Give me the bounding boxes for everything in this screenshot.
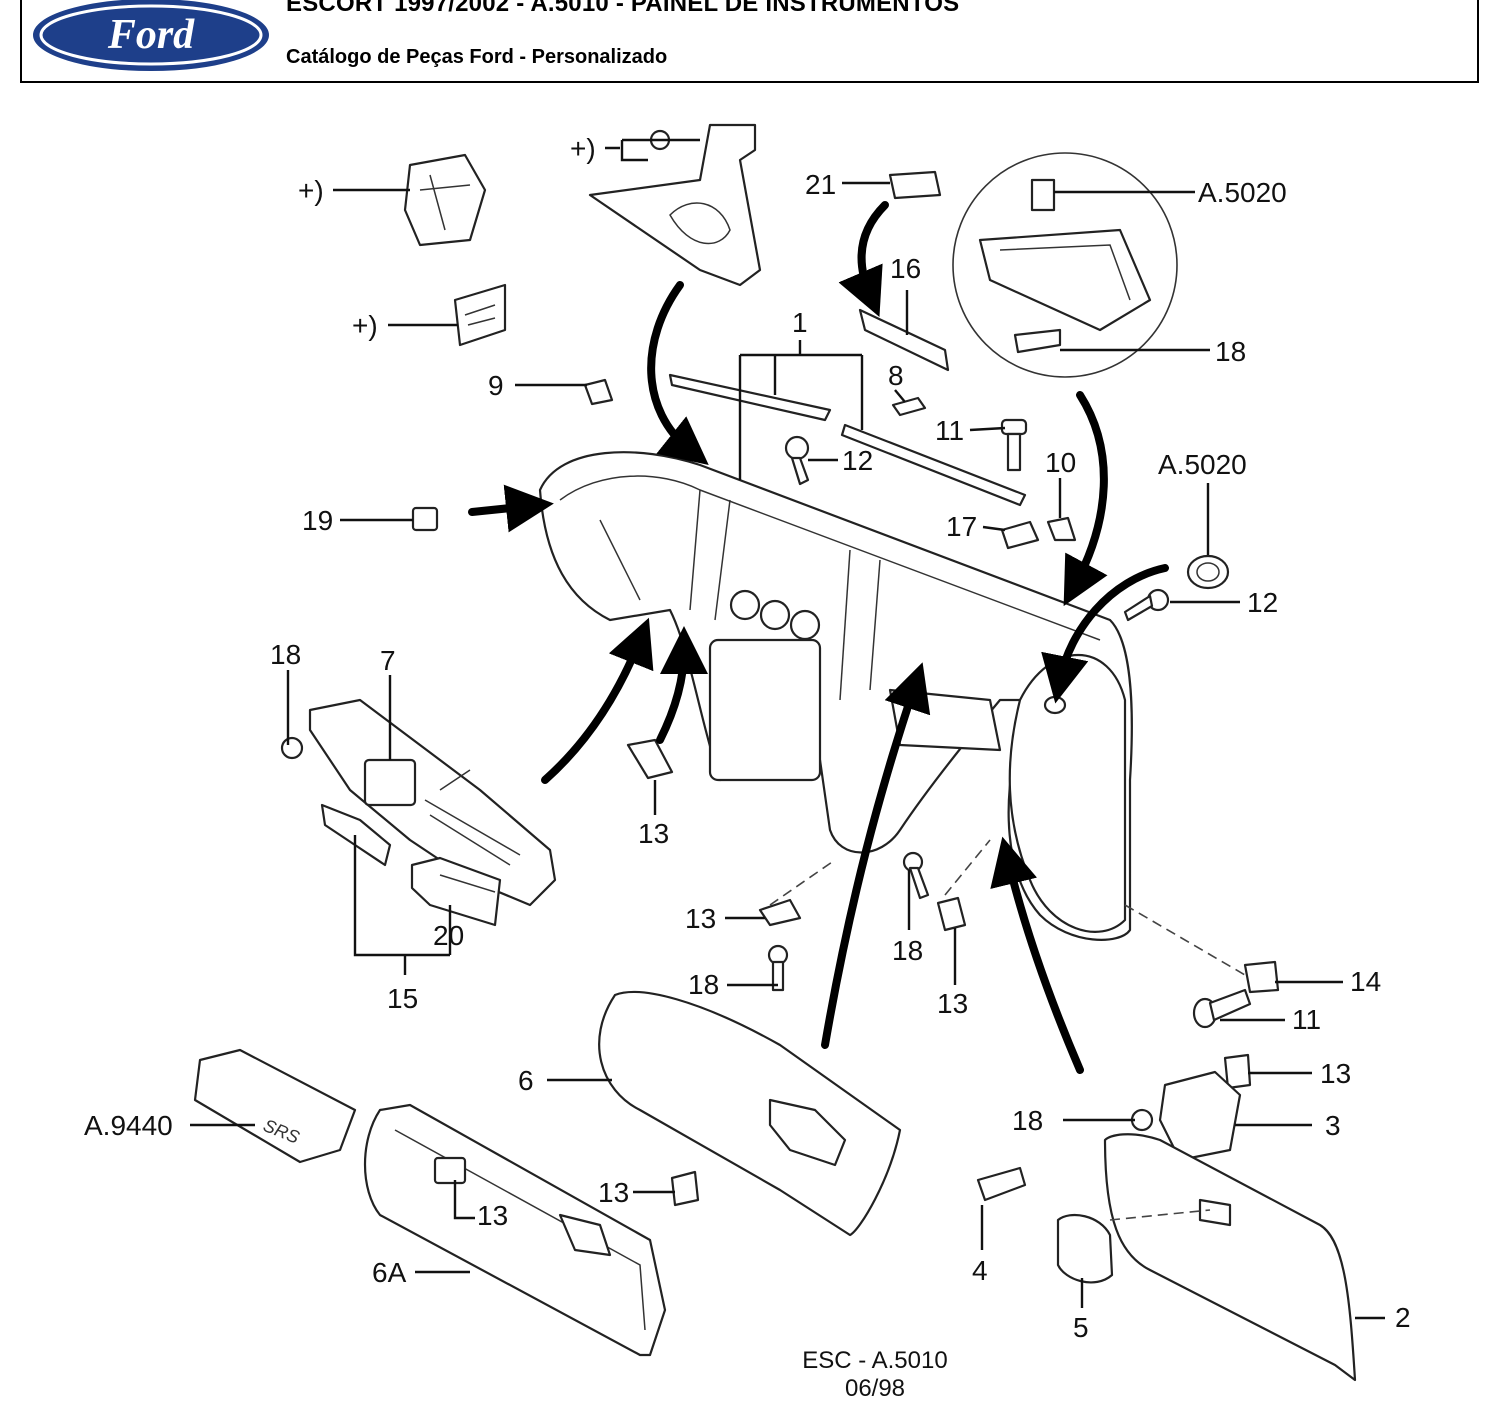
part-19-clip [411, 506, 439, 532]
ford-logo-lettering: Ford [107, 12, 195, 58]
part-13-clip-e [670, 1170, 700, 1207]
label-plus-c: +) [570, 133, 596, 164]
part-13-clip-c [936, 896, 967, 932]
label-13-f: 13 [477, 1200, 508, 1231]
part-11-bolt-b [1192, 988, 1252, 1029]
bracket-plate [453, 283, 507, 347]
part-21-pad [888, 170, 942, 200]
part-16-strip [858, 308, 950, 372]
part-7-lower-trim [308, 698, 557, 907]
label-13-d: 13 [598, 1177, 629, 1208]
label-1: 1 [792, 307, 808, 338]
label-13-a: 13 [638, 818, 669, 849]
label-13-c: 13 [937, 988, 968, 1019]
label-19: 19 [302, 505, 333, 536]
part-a5020-vent-ring [1186, 554, 1230, 590]
part-1-strip-a [668, 373, 832, 422]
label-plus-a: +) [298, 175, 324, 206]
callout-labels: +) +) +) 21 16 1 8 9 11 12 10 19 17 A.50… [84, 133, 1411, 1343]
label-13-e: 13 [1320, 1058, 1351, 1089]
label-11-bottom: 11 [1292, 1004, 1321, 1035]
part-8-clip [891, 396, 927, 417]
label-3: 3 [1325, 1110, 1341, 1141]
part-13-clip-b [758, 898, 802, 927]
label-a9440: A.9440 [84, 1110, 173, 1141]
label-6a: 6A [372, 1257, 407, 1288]
label-21: 21 [805, 169, 836, 200]
label-8: 8 [888, 360, 904, 391]
detail-circle [952, 152, 1178, 378]
label-7: 7 [380, 645, 396, 676]
part-13-clip-d [1223, 1053, 1252, 1090]
label-15: 15 [387, 983, 418, 1014]
part-12-screw-a [784, 435, 810, 486]
bracket-clip-top-left [403, 153, 487, 247]
label-17: 17 [946, 511, 977, 542]
part-3-latch [1130, 1070, 1242, 1162]
part-13-clip-a [626, 738, 674, 780]
page-title: ESCORT 1997/2002 - A.5010 - PAINEL DE IN… [286, 0, 960, 17]
label-20: 20 [433, 920, 464, 951]
label-18-right: 18 [892, 935, 923, 966]
part-18-screw-right [902, 851, 930, 900]
part-17-clip [1000, 520, 1040, 550]
part-a9440-srs-module: SRS [193, 1048, 357, 1164]
label-4: 4 [972, 1255, 988, 1286]
part-9-clip [583, 378, 614, 406]
ford-logo: Ford [33, 0, 269, 71]
label-12-right: 12 [1247, 587, 1278, 618]
leader-lines [190, 138, 1385, 1320]
part-6a-glovebox-trim [364, 1103, 667, 1357]
label-18-circle: 18 [1215, 336, 1246, 367]
part-6-glovebox-panel [598, 990, 902, 1237]
label-18-bottom: 18 [1012, 1105, 1043, 1136]
label-a5020-top: A.5020 [1198, 177, 1287, 208]
label-10: 10 [1045, 447, 1076, 478]
label-18-left: 18 [270, 639, 301, 670]
part-18-screw-left [280, 736, 304, 760]
label-12-top: 12 [842, 445, 873, 476]
part-14-clip [1243, 960, 1280, 994]
part-1-strip-b [840, 423, 1027, 507]
part-11-bolt [1000, 418, 1028, 472]
label-2: 2 [1395, 1302, 1411, 1333]
part-5-handle [1056, 1213, 1114, 1284]
instrument-panel-main [538, 451, 1133, 941]
part-12-screw-b [1123, 588, 1170, 622]
label-18-mid: 18 [688, 969, 719, 1000]
part-18-screw-mid [767, 944, 789, 992]
part-20-switch [410, 856, 502, 927]
part-2-glovebox-door [1103, 1133, 1357, 1382]
page-subtitle: Catálogo de Peças Ford - Personalizado [286, 46, 668, 68]
label-plus-b: +) [352, 310, 378, 341]
catalog-header: Ford ESCORT 1997/2002 - A.5010 - PAINEL … [20, 0, 1479, 83]
label-16: 16 [890, 253, 921, 284]
label-11-top: 11 [935, 415, 964, 446]
label-13-b: 13 [685, 903, 716, 934]
label-9: 9 [488, 370, 504, 401]
part-4-switch [976, 1166, 1027, 1202]
label-14: 14 [1350, 966, 1381, 997]
label-6: 6 [518, 1065, 534, 1096]
footer-date: 06/98 [845, 1375, 905, 1402]
footer-code: ESC - A.5010 [802, 1347, 947, 1374]
part-10-clip [1046, 516, 1077, 542]
label-a5020-right: A.5020 [1158, 449, 1247, 480]
label-5: 5 [1073, 1312, 1089, 1343]
